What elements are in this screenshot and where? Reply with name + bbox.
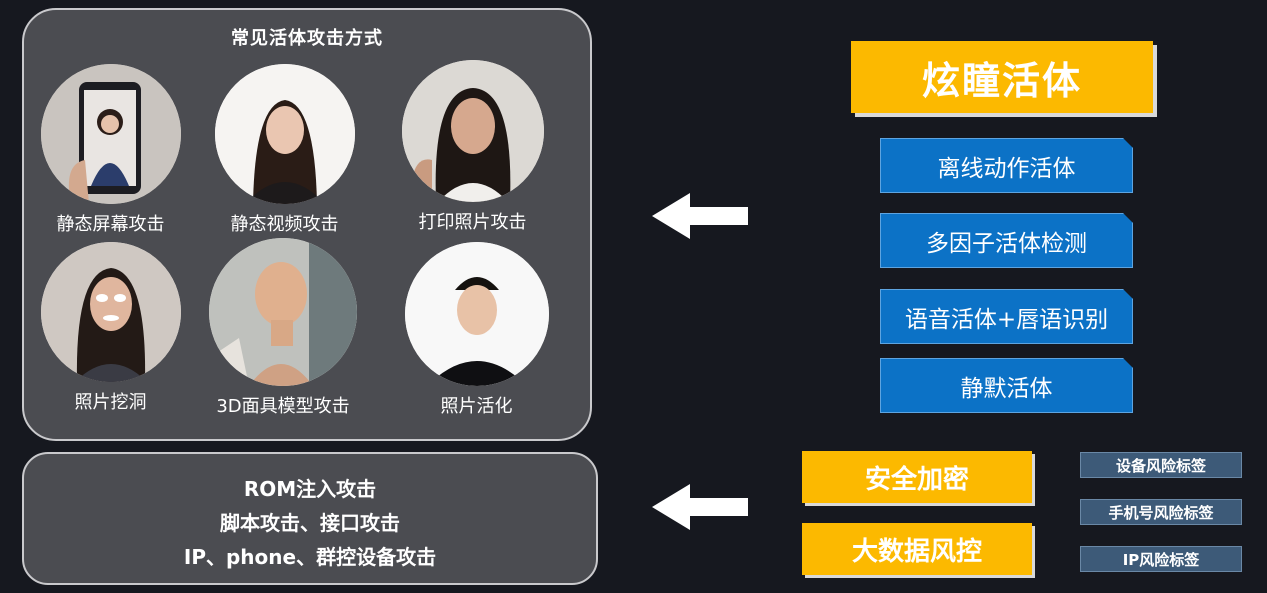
script-attack-line: 脚本攻击、接口攻击 (220, 511, 400, 535)
attack-methods-panel: 常见活体攻击方式 静态屏幕攻击 静态视频攻击 (22, 8, 592, 441)
security-encryption-badge: 安全加密 (802, 451, 1032, 503)
method-label: 静态屏幕攻击 (56, 214, 165, 235)
phone-screen-photo-icon (40, 64, 181, 204)
system-attack-panel: ROM注入攻击 脚本攻击、接口攻击 IP、phone、群控设备攻击 (22, 452, 598, 585)
left-arrow-icon (652, 193, 750, 239)
method-photo-animation: 照片活化 (404, 242, 549, 418)
portrait-photo-icon (214, 64, 355, 204)
method-label: 3D面具模型攻击 (216, 396, 350, 417)
animated-photo-icon (404, 242, 549, 386)
feature-voice-lip: 语音活体+唇语识别 (880, 289, 1133, 344)
feature-silent: 静默活体 (880, 358, 1133, 413)
system-attack-list: ROM注入攻击 脚本攻击、接口攻击 IP、phone、群控设备攻击 (24, 472, 596, 574)
cutout-photo-icon (40, 242, 181, 382)
method-static-screen: 静态屏幕攻击 (38, 64, 183, 236)
printed-photo-icon (401, 60, 544, 202)
big-data-risk-badge: 大数据风控 (802, 523, 1032, 575)
method-label: 照片挖洞 (74, 392, 147, 413)
left-arrow-icon (652, 484, 750, 530)
method-printed-photo: 打印照片攻击 (400, 60, 545, 234)
feature-offline-action: 离线动作活体 (880, 138, 1133, 193)
method-label: 静态视频攻击 (230, 214, 339, 235)
device-attack-line: IP、phone、群控设备攻击 (183, 545, 437, 569)
phone-risk-tag: 手机号风险标签 (1080, 499, 1242, 525)
attack-panel-title: 常见活体攻击方式 (231, 28, 383, 49)
liveness-title: 炫瞳活体 (851, 41, 1153, 113)
rom-attack-line: ROM注入攻击 (243, 477, 377, 501)
method-label: 照片活化 (440, 396, 513, 417)
feature-multifactor: 多因子活体检测 (880, 213, 1133, 268)
device-risk-tag: 设备风险标签 (1080, 452, 1242, 478)
method-3d-mask: 3D面具模型攻击 (208, 238, 358, 418)
mannequin-head-icon (209, 238, 357, 386)
method-static-video: 静态视频攻击 (212, 64, 357, 236)
method-label: 打印照片攻击 (418, 212, 527, 233)
method-photo-cutout: 照片挖洞 (38, 242, 183, 414)
ip-risk-tag: IP风险标签 (1080, 546, 1242, 572)
